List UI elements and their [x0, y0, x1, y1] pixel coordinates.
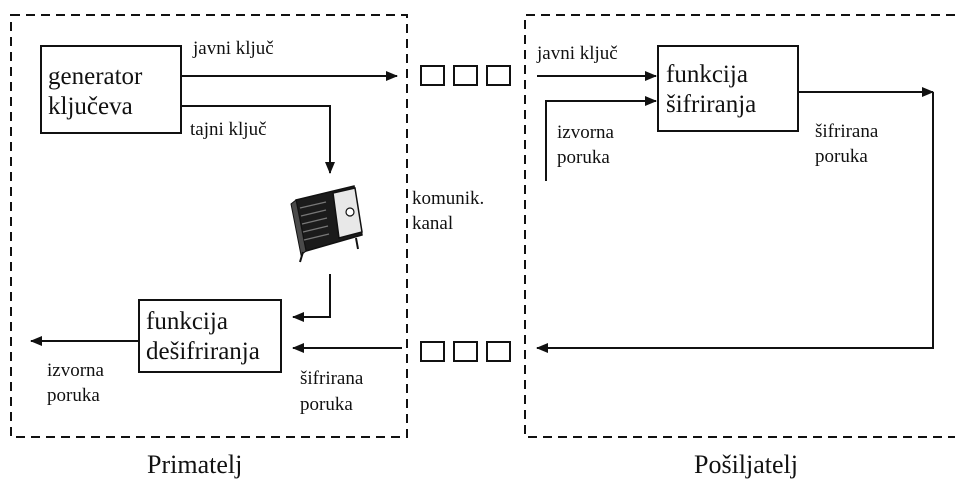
- channel-box: [420, 65, 445, 86]
- channel-box: [486, 341, 511, 362]
- private-key-arrow: [181, 105, 335, 174]
- sender-public-key-label: javni ključ: [537, 43, 618, 64]
- safe-to-decryption-arrow: [292, 274, 331, 322]
- sender-source-msg-line2: poruka: [557, 147, 610, 168]
- private-key-label: tajni ključ: [190, 119, 267, 140]
- channel-label-line2: kanal: [412, 213, 454, 234]
- channel-box: [486, 65, 511, 86]
- key-generator-line1: generator: [48, 63, 143, 90]
- channel-box: [453, 65, 478, 86]
- encryption-line2: šifriranja: [666, 91, 757, 118]
- receiver-source-msg-line2: poruka: [47, 385, 100, 406]
- return-path-arrow: [536, 92, 934, 353]
- receiver-encrypted-msg-line1: šifrirana: [300, 368, 364, 389]
- receiver-encrypted-msg-line2: poruka: [300, 394, 353, 415]
- sender-encrypted-msg-line1: šifrirana: [815, 121, 879, 142]
- decryption-line1: funkcija: [146, 308, 228, 335]
- sender-source-msg-line1: izvorna: [557, 122, 614, 143]
- safe-icon: [290, 185, 363, 263]
- sender-encrypted-msg-line2: poruka: [815, 146, 868, 167]
- key-generator-line2: ključeva: [48, 93, 133, 120]
- sender-title: Pošiljatelj: [694, 450, 798, 479]
- receiver-source-msg-line1: izvorna: [47, 360, 104, 381]
- sender-source-msg-arrow: [545, 96, 657, 181]
- key-generator-box: [40, 45, 182, 134]
- public-key-label: javni ključ: [193, 38, 274, 59]
- sender-region: [524, 14, 955, 438]
- channel-box: [453, 341, 478, 362]
- decryption-line2: dešifriranja: [146, 338, 260, 365]
- channel-label-line1: komunik.: [412, 188, 485, 209]
- channel-box: [420, 341, 445, 362]
- encryption-box: [657, 45, 799, 132]
- encryption-line1: funkcija: [666, 61, 748, 88]
- receiver-region: [10, 14, 408, 438]
- receiver-title: Primatelj: [147, 450, 243, 479]
- decryption-box: [138, 299, 282, 373]
